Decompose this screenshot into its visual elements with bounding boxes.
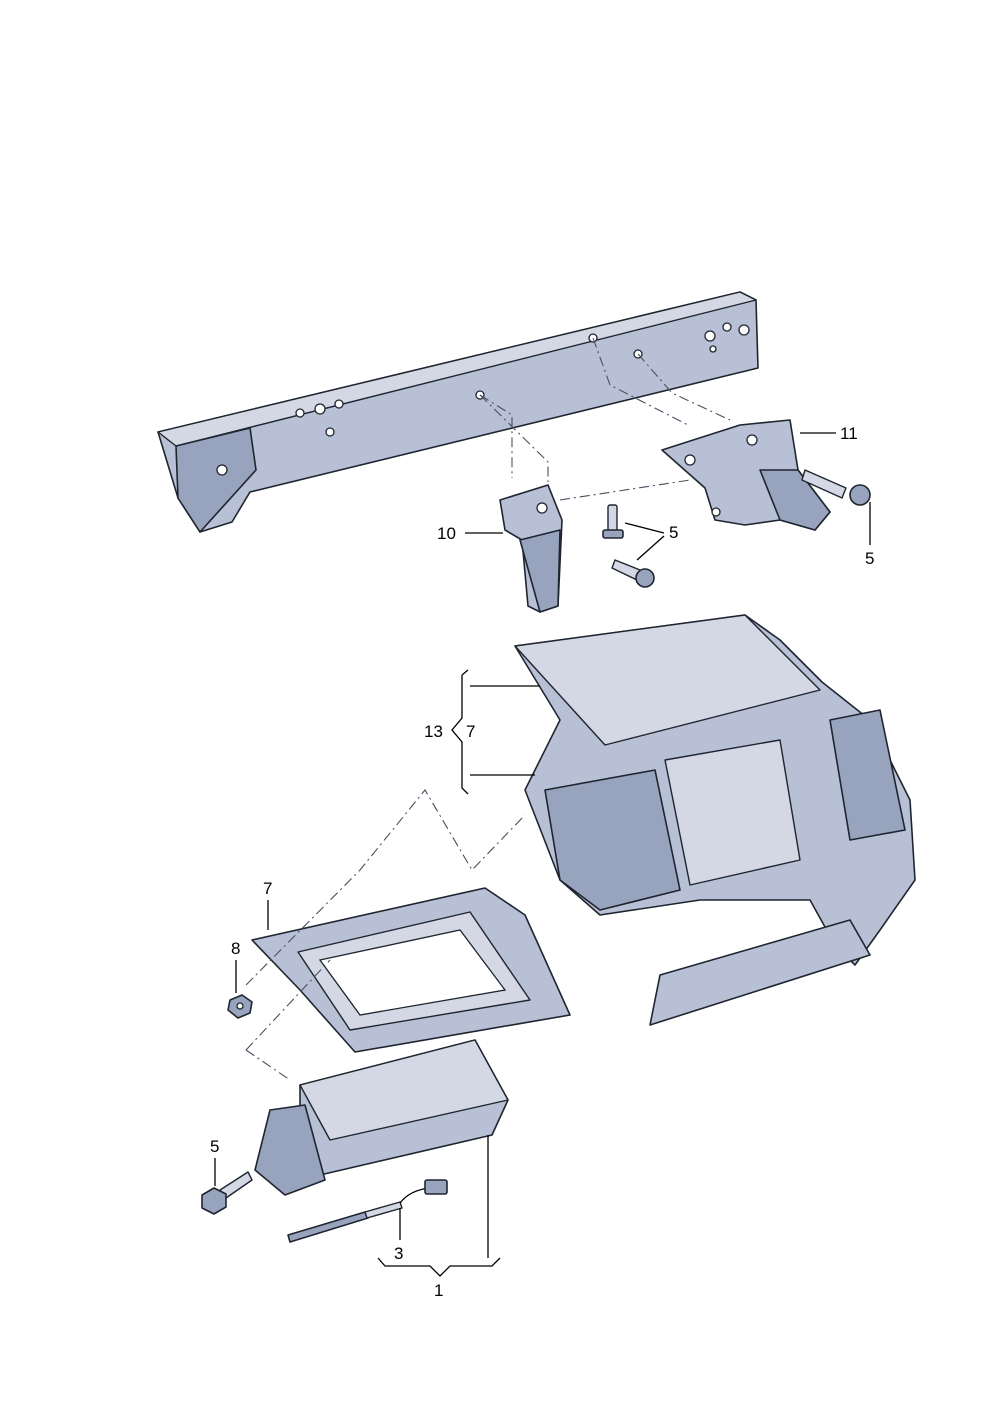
glovebox-frame-7 [251, 887, 571, 1053]
callout-5-lower: 5 [210, 1137, 220, 1156]
screw-lower [201, 1171, 253, 1215]
fascia-assembly-13 [514, 614, 916, 1026]
alignment-lines [245, 337, 731, 1081]
cross-member-rail [157, 291, 759, 533]
bracket-10 [499, 484, 563, 613]
callout-7-fascia: 7 [466, 722, 476, 741]
callout-11: 11 [840, 424, 858, 443]
callout-8: 8 [231, 939, 241, 958]
callout-5-upper-right: 5 [865, 549, 875, 568]
callout-1: 1 [434, 1281, 444, 1300]
callout-3: 3 [394, 1244, 404, 1263]
screw-group-upper [602, 469, 871, 588]
airbag-module-1 [254, 1039, 509, 1196]
leader-lines [214, 432, 871, 1277]
callout-5-upper-center: 5 [669, 523, 679, 542]
bracket-11 [661, 419, 831, 531]
wiring-harness-3 [287, 1179, 448, 1243]
callout-13: 13 [424, 722, 443, 741]
callout-7-frame: 7 [263, 879, 273, 898]
nut-8 [227, 994, 253, 1019]
callout-10: 10 [437, 524, 456, 543]
